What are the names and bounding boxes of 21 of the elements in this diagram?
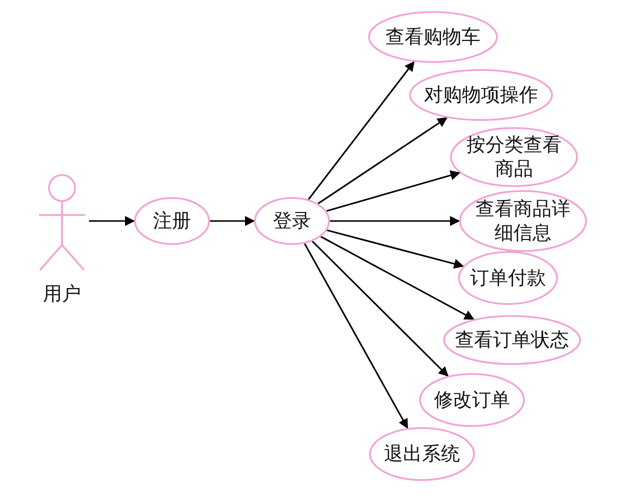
use-case-ellipse: 注册 — [134, 197, 210, 245]
arrow — [318, 117, 448, 204]
use-case-ellipse: 查看商品详细信息 — [459, 190, 587, 252]
arrow — [210, 216, 255, 226]
arrow — [320, 236, 474, 320]
arrow — [326, 170, 460, 212]
use-case-ellipse: 对购物项操作 — [409, 69, 553, 121]
use-case-ellipse: 按分类查看商品 — [450, 127, 578, 187]
use-case-ellipse: 修改订单 — [419, 373, 525, 427]
arrow — [89, 216, 135, 226]
arrow — [304, 243, 408, 429]
use-case-ellipse: 退出系统 — [369, 427, 475, 481]
use-case-ellipse: 查看购物车 — [368, 11, 498, 63]
use-case-ellipse: 订单付款 — [458, 251, 558, 305]
arrow — [326, 229, 464, 269]
arrow — [308, 61, 415, 200]
actor-name: 用户 — [42, 282, 82, 306]
arrow — [330, 216, 460, 226]
use-case-ellipse: 查看订单状态 — [443, 315, 581, 365]
use-case-ellipse: 登录 — [254, 197, 330, 245]
arrow — [312, 240, 449, 377]
